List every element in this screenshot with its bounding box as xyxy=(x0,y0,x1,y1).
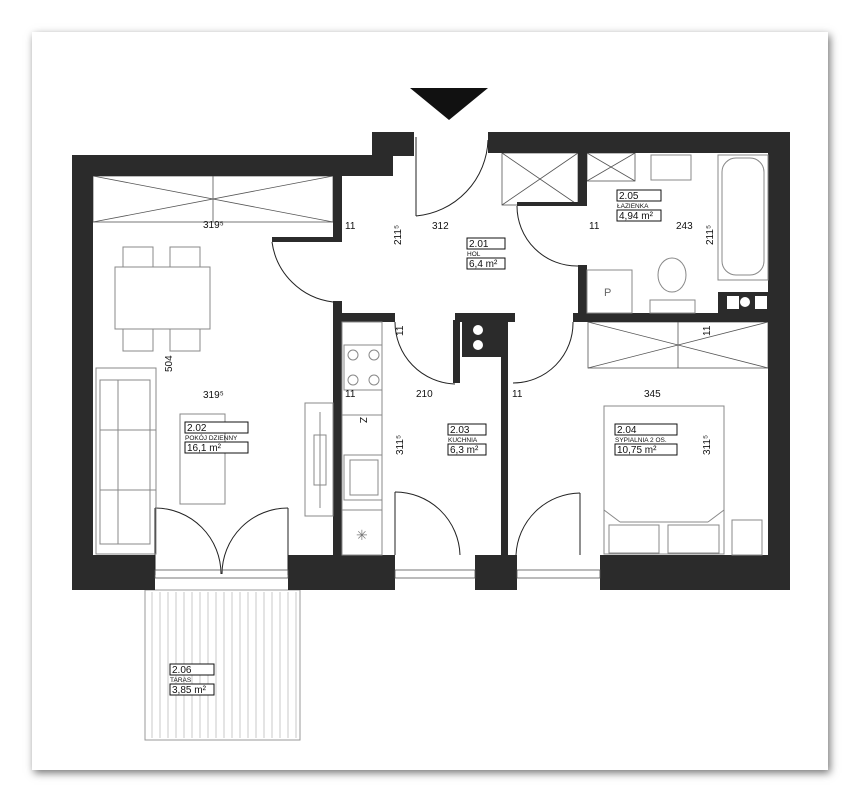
svg-text:SYPIALNIA 2 OS.: SYPIALNIA 2 OS. xyxy=(615,437,667,444)
svg-text:11: 11 xyxy=(345,389,356,400)
svg-text:11: 11 xyxy=(589,221,600,232)
boiler-label: P xyxy=(604,287,611,299)
svg-text:TARAS: TARAS xyxy=(170,677,192,684)
room-label-kuchnia: 2.03 KUCHNIA 6,3 m² xyxy=(447,423,487,456)
entrance-arrow-icon xyxy=(410,88,488,120)
dimension-labels: 319⁵ 319⁵ 504 11 211⁵ 312 11 211⁵ 243 21… xyxy=(164,220,716,455)
svg-text:11: 11 xyxy=(512,389,523,400)
room-label-taras: 2.06 TARAS 3,85 m² xyxy=(169,663,215,696)
svg-text:2.01: 2.01 xyxy=(469,239,489,250)
svg-text:2.04: 2.04 xyxy=(617,425,637,436)
svg-text:6,4 m²: 6,4 m² xyxy=(469,259,498,270)
svg-text:504: 504 xyxy=(164,355,175,372)
wardrobes xyxy=(92,152,769,369)
svg-text:311⁵: 311⁵ xyxy=(702,435,713,455)
coffee-table xyxy=(179,413,226,505)
kitchen-counter xyxy=(341,321,383,556)
svg-text:11: 11 xyxy=(395,325,406,336)
svg-text:11: 11 xyxy=(702,325,713,336)
tv-cabinet xyxy=(304,402,334,517)
fridge-label: Z xyxy=(357,417,368,423)
svg-text:4,94 m²: 4,94 m² xyxy=(619,211,654,222)
svg-text:211⁵: 211⁵ xyxy=(705,225,716,245)
svg-text:210: 210 xyxy=(416,389,433,400)
svg-text:312: 312 xyxy=(432,221,449,232)
svg-text:2.05: 2.05 xyxy=(619,191,639,202)
sofa xyxy=(95,367,157,555)
room-label-pokoj-dzienny: 2.02 POKÓJ DZIENNY 16,1 m² xyxy=(184,421,249,454)
svg-text:311⁵: 311⁵ xyxy=(395,435,406,455)
room-label-sypialnia: 2.04 SYPIALNIA 2 OS. 10,75 m² xyxy=(614,423,678,456)
dining-table xyxy=(114,246,211,352)
svg-text:10,75 m²: 10,75 m² xyxy=(617,445,657,456)
svg-text:11: 11 xyxy=(345,221,356,232)
svg-text:319⁵: 319⁵ xyxy=(203,390,224,401)
svg-text:16,1 m²: 16,1 m² xyxy=(187,443,222,454)
bed xyxy=(603,405,763,556)
terrace xyxy=(144,589,301,741)
svg-text:ŁAZIENKA: ŁAZIENKA xyxy=(617,203,649,210)
svg-text:6,3 m²: 6,3 m² xyxy=(450,445,479,456)
walls xyxy=(72,132,790,590)
bathroom-fixtures xyxy=(586,154,769,314)
svg-text:345: 345 xyxy=(644,389,661,400)
svg-text:HOL: HOL xyxy=(467,251,481,258)
windows xyxy=(154,569,601,579)
room-label-hol: 2.01 HOL 6,4 m² xyxy=(466,237,506,270)
svg-text:2.02: 2.02 xyxy=(187,423,207,434)
svg-text:211⁵: 211⁵ xyxy=(393,225,404,245)
svg-text:319⁵: 319⁵ xyxy=(203,220,224,231)
svg-text:2.06: 2.06 xyxy=(172,665,192,676)
svg-text:KUCHNIA: KUCHNIA xyxy=(448,437,478,444)
svg-text:POKÓJ DZIENNY: POKÓJ DZIENNY xyxy=(185,433,238,442)
sink-icon: ✳ xyxy=(356,527,368,543)
svg-text:3,85 m²: 3,85 m² xyxy=(172,685,207,696)
svg-text:243: 243 xyxy=(676,221,693,232)
chimney-vents xyxy=(473,296,767,350)
room-label-lazienka: 2.05 ŁAZIENKA 4,94 m² xyxy=(616,189,662,222)
doors xyxy=(154,137,581,575)
svg-text:2.03: 2.03 xyxy=(450,425,470,436)
